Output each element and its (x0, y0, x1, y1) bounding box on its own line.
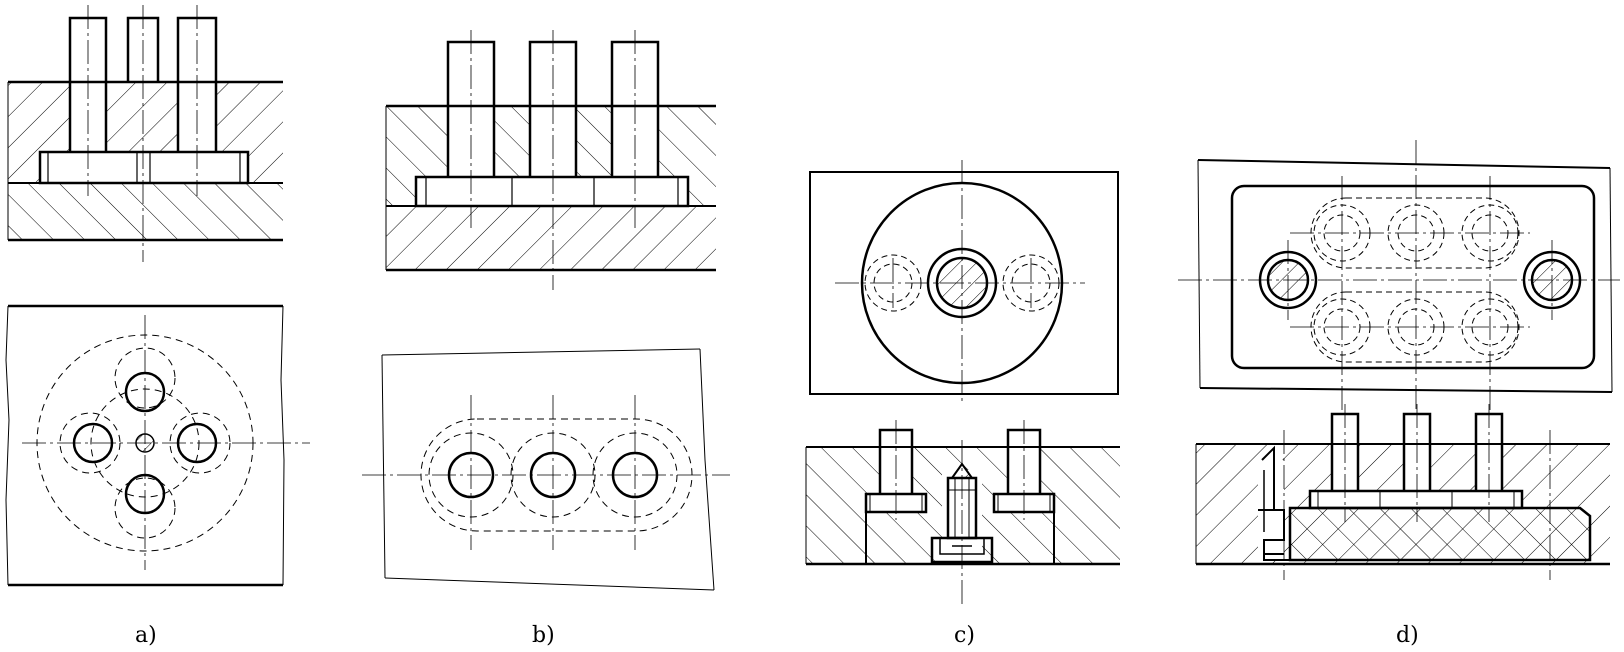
figure-b: b) (362, 30, 730, 648)
caption-a: a) (135, 623, 157, 648)
figure-a: a) (5, 5, 310, 648)
figure-c-section (805, 420, 1120, 608)
figure-a-section (7, 5, 283, 262)
figure-c: c) (805, 160, 1120, 648)
caption-c: c) (954, 623, 975, 648)
figure-b-section (385, 30, 716, 290)
caption-b: b) (532, 623, 555, 648)
figure-c-plan (809, 160, 1119, 405)
figure-d-plan (1178, 140, 1620, 410)
figure-b-plan (362, 348, 730, 591)
figure-d-section (1195, 404, 1610, 580)
caption-d: d) (1396, 623, 1419, 648)
figure-a-plan (5, 304, 310, 587)
figure-d: d) (1178, 140, 1620, 648)
